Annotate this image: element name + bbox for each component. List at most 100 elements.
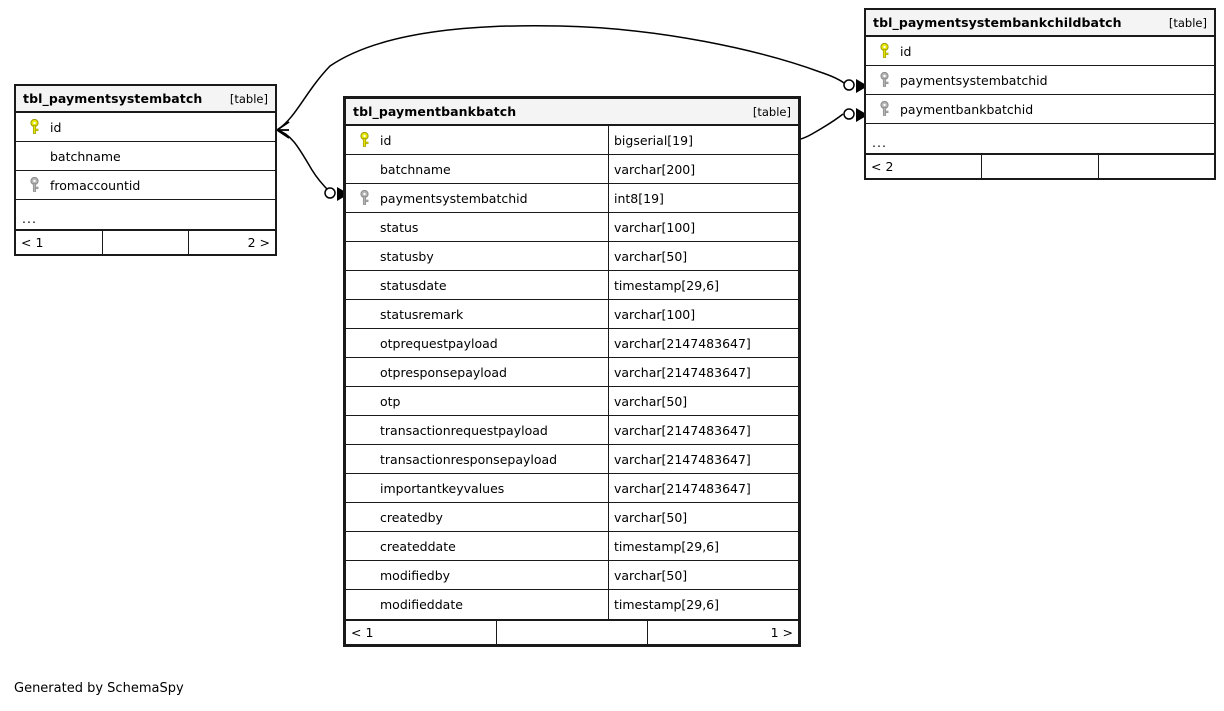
column-row[interactable]: fromaccountid	[16, 171, 275, 200]
column-row[interactable]: importantkeyvalues varchar[2147483647]	[346, 474, 798, 503]
column-type: varchar[2147483647]	[608, 474, 773, 502]
column-row[interactable]: id	[16, 113, 275, 142]
entity-title: tbl_paymentsystembatch	[23, 91, 203, 106]
row-spacer	[773, 474, 798, 502]
column-name: batchname	[50, 148, 121, 164]
entity-pagination-footer[interactable]: < 2	[866, 153, 1214, 178]
entity-type-tag: [table]	[229, 91, 268, 106]
column-name: id	[380, 132, 392, 148]
column-row[interactable]: paymentbankbatchid	[866, 95, 1214, 124]
pagination-middle	[982, 155, 1099, 178]
pagination-middle	[497, 621, 648, 644]
entity-title: tbl_paymentbankbatch	[353, 104, 517, 119]
ellipsis-label: ...	[872, 135, 887, 150]
entity-pagination-footer[interactable]: < 1 1 >	[346, 619, 798, 644]
row-spacer	[773, 329, 798, 357]
column-name: otprequestpayload	[380, 335, 498, 351]
column-name: fromaccountid	[50, 177, 141, 193]
column-row[interactable]: otp varchar[50]	[346, 387, 798, 416]
primary-key-icon	[22, 119, 46, 135]
column-type: bigserial[19]	[608, 126, 773, 154]
column-row[interactable]: statusremark varchar[100]	[346, 300, 798, 329]
entity-tbl-paymentsystembankchildbatch[interactable]: tbl_paymentsystembankchildbatch [table] …	[864, 8, 1216, 180]
pagination-prev[interactable]: < 1	[346, 621, 497, 644]
row-spacer	[773, 358, 798, 386]
entity-header: tbl_paymentsystembatch [table]	[16, 86, 275, 113]
column-row[interactable]: otpresponsepayload varchar[2147483647]	[346, 358, 798, 387]
column-type: varchar[2147483647]	[608, 358, 773, 386]
pagination-prev[interactable]: < 1	[16, 231, 103, 254]
column-row[interactable]: otprequestpayload varchar[2147483647]	[346, 329, 798, 358]
column-type: varchar[100]	[608, 300, 773, 328]
column-name: otpresponsepayload	[380, 364, 507, 380]
ellipsis-label: ...	[22, 211, 37, 226]
row-spacer	[773, 503, 798, 531]
column-row[interactable]: createdby varchar[50]	[346, 503, 798, 532]
column-row[interactable]: batchname	[16, 142, 275, 171]
entity-title: tbl_paymentsystembankchildbatch	[873, 15, 1122, 30]
column-name: id	[900, 43, 912, 59]
column-type: timestamp[29,6]	[608, 590, 773, 619]
foreign-key-icon	[872, 101, 896, 117]
pagination-next[interactable]: 1 >	[770, 625, 793, 640]
column-name: otp	[380, 393, 401, 409]
row-spacer	[773, 532, 798, 560]
column-name: statusremark	[380, 306, 464, 322]
column-name: createdby	[380, 509, 443, 525]
column-row[interactable]: paymentsystembatchid	[866, 66, 1214, 95]
row-spacer	[773, 387, 798, 415]
row-spacer	[773, 561, 798, 589]
column-type: timestamp[29,6]	[608, 271, 773, 299]
column-name: paymentsystembatchid	[900, 72, 1048, 88]
entity-tbl-paymentsystembatch[interactable]: tbl_paymentsystembatch [table] id	[14, 84, 277, 256]
row-spacer	[773, 242, 798, 270]
foreign-key-icon	[352, 190, 376, 206]
row-spacer	[773, 590, 798, 619]
pagination-next[interactable]: 2 >	[247, 235, 271, 250]
more-columns-row: ...	[866, 124, 1214, 153]
row-spacer	[773, 416, 798, 444]
row-spacer	[773, 300, 798, 328]
column-name: modifiedby	[380, 567, 451, 583]
row-spacer	[773, 271, 798, 299]
entity-header: tbl_paymentbankbatch [table]	[346, 99, 798, 126]
entity-columns: id paymentsystembatchid	[866, 37, 1214, 153]
column-row[interactable]: id	[866, 37, 1214, 66]
row-spacer	[773, 445, 798, 473]
column-name: statusby	[380, 248, 434, 264]
column-type: varchar[50]	[608, 503, 773, 531]
foreign-key-icon	[22, 177, 46, 193]
column-row[interactable]: id bigserial[19]	[346, 126, 798, 155]
column-name: importantkeyvalues	[380, 480, 505, 496]
entity-header: tbl_paymentsystembankchildbatch [table]	[866, 10, 1214, 37]
column-type: varchar[2147483647]	[608, 329, 773, 357]
pagination-next	[1099, 155, 1214, 178]
column-type: varchar[50]	[608, 387, 773, 415]
entity-type-tag: [table]	[752, 104, 791, 119]
row-spacer	[773, 155, 798, 183]
column-type: timestamp[29,6]	[608, 532, 773, 560]
pagination-prev[interactable]: < 2	[866, 155, 983, 178]
row-spacer	[773, 213, 798, 241]
edge-paymentsystembatch-paymentbankbatch	[276, 121, 349, 201]
column-name: status	[380, 219, 419, 235]
column-row[interactable]: transactionrequestpayload varchar[2147483…	[346, 416, 798, 445]
primary-key-icon	[352, 132, 376, 148]
column-name: transactionresponsepayload	[380, 451, 558, 467]
column-type: varchar[2147483647]	[608, 416, 773, 444]
column-name: transactionrequestpayload	[380, 422, 548, 438]
column-name: paymentsystembatchid	[380, 190, 528, 206]
entity-tbl-paymentbankbatch[interactable]: tbl_paymentbankbatch [table] id bigserial…	[343, 96, 801, 647]
entity-pagination-footer[interactable]: < 1 2 >	[16, 229, 275, 254]
